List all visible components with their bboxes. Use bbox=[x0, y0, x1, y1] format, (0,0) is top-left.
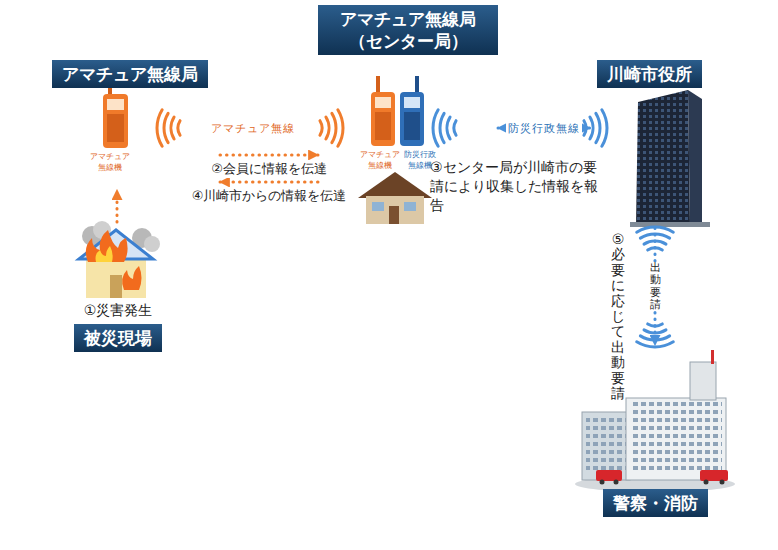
disaster-radio bbox=[415, 76, 419, 94]
wave-arc bbox=[171, 117, 174, 139]
police-fire-box: 警察・消防 bbox=[575, 345, 735, 517]
step-text: ⑤必要に応じて出動要請 bbox=[611, 232, 625, 401]
edge-label: 出動要請 bbox=[648, 262, 663, 310]
police-fire-building bbox=[720, 480, 725, 485]
edge-label: ②会員に情報を伝達 bbox=[209, 160, 329, 178]
node-title: アマチュア無線局（センター局） bbox=[318, 5, 498, 55]
disaster-radio bbox=[404, 112, 420, 140]
edge-label: 防災行政無線 bbox=[506, 121, 582, 136]
header-wrap: アマチュア無線局 bbox=[40, 60, 220, 88]
amateur-radio bbox=[375, 97, 391, 108]
header-wrap: 川崎市役所 bbox=[590, 60, 708, 88]
node-title: 警察・消防 bbox=[603, 489, 708, 517]
burning-house bbox=[86, 230, 128, 262]
header-wrap: アマチュア無線局（センター局） bbox=[318, 5, 498, 55]
wave-arc bbox=[320, 121, 322, 136]
burning-house bbox=[122, 266, 141, 290]
radio-waves bbox=[157, 110, 673, 347]
burning-house bbox=[110, 275, 122, 298]
police-fire-building bbox=[700, 470, 728, 481]
burning-house bbox=[144, 236, 160, 252]
wave-arc bbox=[164, 113, 168, 142]
step-text: ③センター局が川崎市の要請により収集した情報を報告 bbox=[430, 158, 602, 215]
disaster-site-box: 被災現場 bbox=[68, 222, 168, 352]
wave-arc bbox=[178, 121, 180, 136]
police-fire-building bbox=[582, 412, 630, 480]
wave-arc bbox=[332, 113, 336, 142]
wave-arc bbox=[338, 110, 343, 147]
police-fire-building bbox=[575, 350, 735, 492]
city-hall-building bbox=[630, 90, 710, 227]
police-fire-building bbox=[704, 480, 709, 485]
police-fire-building bbox=[626, 398, 726, 480]
police-fire-building bbox=[630, 402, 722, 472]
house bbox=[366, 196, 424, 224]
wave-arc bbox=[596, 113, 600, 142]
house bbox=[389, 206, 399, 224]
city-hall-box: 川崎市役所 bbox=[590, 60, 708, 228]
wave-arc bbox=[326, 117, 329, 139]
device-label: アマチュア無線機 bbox=[88, 151, 132, 173]
connector bbox=[220, 181, 318, 184]
node-title: 被災現場 bbox=[74, 324, 162, 352]
house bbox=[404, 202, 416, 211]
connector bbox=[116, 190, 119, 222]
disaster-radio bbox=[400, 92, 424, 146]
header-wrap: 警察・消防 bbox=[575, 489, 735, 517]
disaster-radio bbox=[404, 97, 420, 108]
node-title: 川崎市役所 bbox=[597, 60, 702, 88]
amateur-radio bbox=[107, 114, 124, 142]
police-fire-building bbox=[596, 470, 622, 481]
burning-house bbox=[79, 221, 160, 298]
amateur-radio bbox=[371, 76, 395, 146]
police-fire-building bbox=[711, 350, 714, 364]
connector bbox=[220, 154, 318, 157]
station-box: アマチュア無線局 bbox=[40, 60, 220, 190]
wave-arc bbox=[157, 110, 162, 147]
burning-house bbox=[96, 246, 113, 262]
amateur-radio bbox=[103, 78, 128, 148]
amateur-radio bbox=[375, 112, 391, 140]
police-fire-building bbox=[586, 416, 626, 474]
step-text: ①災害発生 bbox=[62, 302, 174, 320]
city-hall-building bbox=[630, 222, 710, 227]
node-title: アマチュア無線局 bbox=[52, 60, 208, 88]
wave-arc bbox=[440, 113, 444, 142]
amateur-radio bbox=[376, 76, 380, 94]
police-fire-building bbox=[614, 480, 619, 485]
wave-arc bbox=[433, 110, 438, 147]
police-fire-building bbox=[690, 362, 716, 400]
wave-arc bbox=[454, 121, 456, 136]
city-hall-building bbox=[688, 90, 702, 226]
house bbox=[372, 202, 384, 211]
house bbox=[358, 172, 432, 224]
wave-arc bbox=[602, 110, 607, 147]
city-hall-building bbox=[636, 90, 690, 226]
wave-arc bbox=[447, 117, 450, 139]
edge-label: ④川崎市からの情報を伝達 bbox=[190, 187, 349, 205]
burning-house bbox=[86, 256, 146, 298]
wave-arc bbox=[637, 342, 674, 347]
house bbox=[358, 172, 432, 198]
channel-label: アマチュア無線 bbox=[208, 121, 298, 136]
disaster-radio bbox=[400, 76, 424, 146]
police-fire-building bbox=[600, 480, 605, 485]
device-label: アマチュア無線機 bbox=[359, 149, 401, 171]
amateur-radio bbox=[371, 92, 395, 146]
amateur-radio bbox=[107, 99, 124, 110]
header-wrap: 被災現場 bbox=[68, 324, 168, 352]
amateur-radio bbox=[103, 94, 128, 148]
